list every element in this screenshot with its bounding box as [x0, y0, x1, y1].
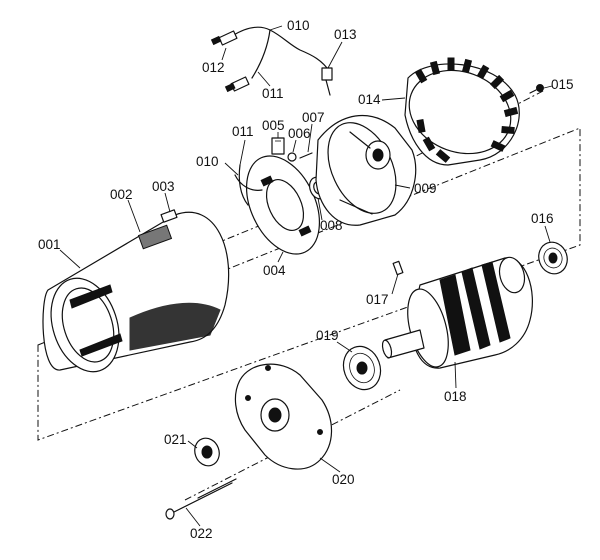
label-008: 008: [320, 218, 343, 233]
front-end-shield: [234, 363, 333, 470]
label-021: 021: [164, 432, 187, 447]
label-015: 015: [551, 77, 574, 92]
label-007: 007: [302, 110, 325, 125]
key-017: [392, 260, 404, 276]
label-011-left: 011: [232, 124, 254, 139]
brush-plate: [234, 155, 320, 255]
brush-parts: [271, 137, 313, 162]
label-013: 013: [334, 27, 357, 42]
label-018: 018: [444, 389, 467, 404]
label-019: 019: [316, 328, 339, 343]
seal-021: [194, 437, 220, 467]
label-003: 003: [152, 179, 175, 194]
leader-lines: [59, 25, 553, 527]
label-009: 009: [414, 181, 437, 196]
label-006: 006: [288, 126, 311, 141]
label-014: 014: [358, 92, 381, 107]
bearing-019: [342, 345, 382, 391]
callout-labels: 001 002 003 004 005 006 007 008 009 010 …: [38, 18, 574, 541]
label-005: 005: [262, 118, 285, 133]
label-002: 002: [110, 187, 133, 202]
label-022: 022: [190, 526, 213, 541]
wiring-harness: [210, 26, 333, 206]
armature: [381, 256, 533, 369]
fan-cover: [404, 57, 520, 166]
rear-end-shield: [315, 114, 417, 226]
label-020: 020: [332, 472, 355, 487]
label-012: 012: [202, 60, 225, 75]
label-011-top: 011: [262, 86, 284, 101]
bearing-016: [538, 241, 568, 275]
stator-housing: [42, 209, 230, 373]
label-010-top: 010: [287, 18, 310, 33]
screw-015: [529, 84, 544, 94]
label-001: 001: [38, 237, 61, 252]
tie-rods-022: [165, 478, 237, 520]
label-004: 004: [263, 263, 286, 278]
label-017: 017: [366, 292, 389, 307]
label-016: 016: [531, 211, 554, 226]
label-010-left: 010: [196, 154, 219, 169]
